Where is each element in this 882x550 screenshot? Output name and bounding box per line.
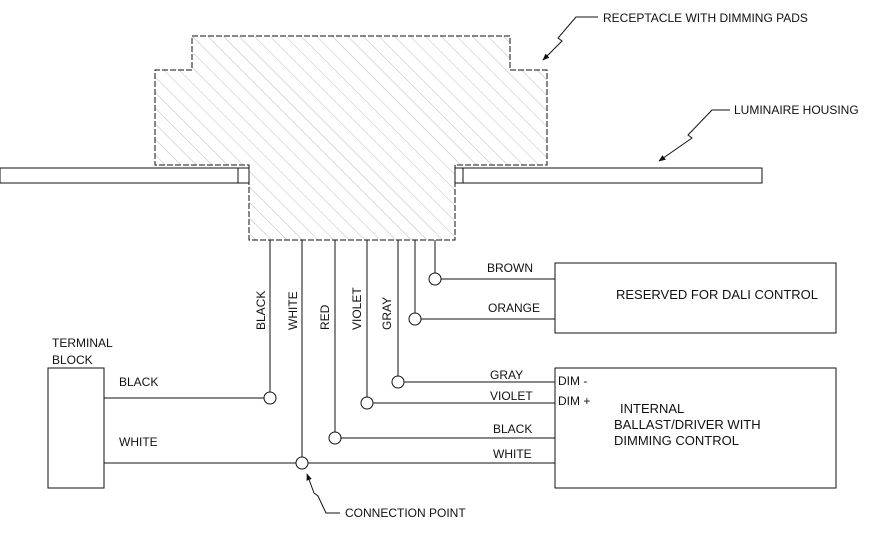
label-violet-vertical: VIOLET: [350, 287, 364, 330]
connection-point-annotation: CONNECTION POINT: [306, 473, 466, 520]
terminal-block-title-2: BLOCK: [52, 353, 93, 367]
label-red-vertical: RED: [318, 304, 332, 330]
dali-control-box: RESERVED FOR DALI CONTROL: [554, 262, 837, 334]
vertical-wire-labels: BLACK WHITE RED VIOLET GRAY: [254, 287, 394, 330]
dali-box-outline: [554, 262, 837, 334]
label-white: WHITE: [493, 447, 532, 461]
ballast-line-1: INTERNAL: [620, 401, 684, 416]
horizontal-wire-labels: BROWN ORANGE GRAY VIOLET BLACK WHITE: [487, 261, 540, 461]
connection-points: [263, 272, 442, 470]
housing-left: [0, 167, 250, 184]
connection-black: [263, 391, 277, 405]
label-violet: VIOLET: [490, 389, 533, 403]
terminal-block: TERMINAL BLOCK BLACK WHITE: [47, 336, 158, 489]
receptacle-label: RECEPTACLE WITH DIMMING PADS: [603, 11, 808, 25]
dali-box-label: RESERVED FOR DALI CONTROL: [616, 287, 818, 302]
receptacle-wires: [269, 240, 436, 457]
ballast-dim-minus: DIM -: [558, 374, 587, 388]
horizontal-wires: [104, 278, 555, 464]
label-orange: ORANGE: [488, 301, 540, 315]
connection-red: [328, 431, 342, 445]
housing-right: [454, 167, 763, 184]
housing-annotation: LUMINAIRE HOUSING: [658, 103, 859, 162]
housing-leader: [658, 109, 730, 162]
terminal-block-box: [47, 367, 105, 489]
connection-point-leader: [306, 473, 340, 514]
label-gray: GRAY: [490, 368, 523, 382]
receptacle-annotation: RECEPTACLE WITH DIMMING PADS: [542, 11, 808, 61]
terminal-block-title-1: TERMINAL: [52, 336, 113, 350]
connection-point-label: CONNECTION POINT: [345, 506, 466, 520]
ballast-line-3: DIMMING CONTROL: [614, 433, 739, 448]
connection-gray: [391, 375, 405, 389]
ballast-driver-box: DIM - DIM + INTERNAL BALLAST/DRIVER WITH…: [554, 367, 837, 489]
label-black-vertical: BLACK: [254, 291, 268, 330]
label-black: BLACK: [493, 422, 532, 436]
ballast-dim-plus: DIM +: [558, 394, 590, 408]
terminal-label-black: BLACK: [119, 375, 158, 389]
receptacle-leader: [542, 16, 598, 61]
housing-label: LUMINAIRE HOUSING: [734, 103, 859, 117]
label-gray-vertical: GRAY: [380, 297, 394, 330]
terminal-label-white: WHITE: [119, 435, 158, 449]
receptacle: [154, 35, 548, 241]
label-brown: BROWN: [487, 261, 533, 275]
connection-brown: [428, 272, 442, 286]
ballast-box-outline: [554, 367, 837, 489]
connection-white: [295, 456, 309, 470]
connection-orange: [408, 312, 422, 326]
connection-violet: [360, 396, 374, 410]
ballast-line-2: BALLAST/DRIVER WITH: [614, 417, 761, 432]
label-white-vertical: WHITE: [286, 291, 300, 330]
